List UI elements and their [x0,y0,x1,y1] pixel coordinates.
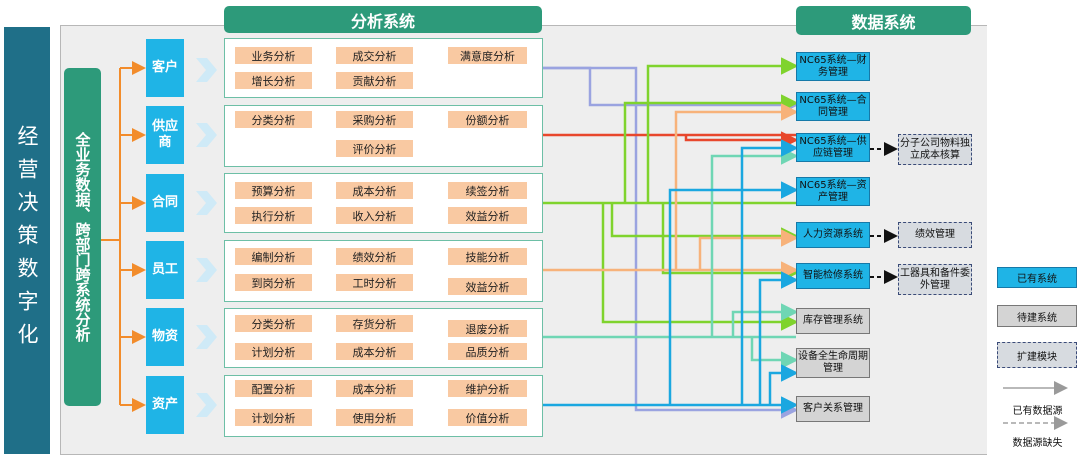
legend-existing-system: 已有系统 [997,267,1077,288]
legend-extension-module: 扩建模块 [997,342,1077,368]
analysis-tag: 存货分析 [336,315,413,332]
system-nc65-asset: NC65系统—资产管理 [796,177,870,206]
legend-existing-source: 已有数据源 [1012,406,1063,417]
analysis-tag: 成本分析 [336,343,413,360]
analysis-tag: 计划分析 [235,409,312,426]
analysis-tag: 配置分析 [235,380,312,397]
analysis-tag: 分类分析 [235,111,312,128]
analysis-tag: 收入分析 [336,207,413,224]
analysis-tag: 计划分析 [235,343,312,360]
analysis-header: 分析系统 [224,6,542,33]
supplier-data-lines [543,131,799,149]
extension-links [870,142,898,284]
system-equipment-lifecycle: 设备全生命周期管理 [796,348,870,378]
analysis-tag: 满意度分析 [448,47,527,64]
system-crm: 客户关系管理 [796,396,870,422]
core-label: 全业务数据、跨部门跨系统分析 [73,132,92,342]
analysis-tag: 品质分析 [448,343,527,360]
extension-material-costing: 分子公司物料独立成本核算 [898,134,972,165]
analysis-tag: 价值分析 [448,409,527,426]
left-title: 经营决策数字化 [15,125,39,356]
legend-lines [1003,381,1068,430]
analysis-tag: 成本分析 [336,182,413,199]
asset-data-lines [543,139,799,414]
system-hr: 人力资源系统 [796,222,870,248]
system-nc65-contract: NC65系统—合同管理 [796,92,870,121]
analysis-tag: 使用分析 [336,409,413,426]
dept-customer: 客户 [146,39,184,97]
system-nc65-supply-chain: NC65系统—供应链管理 [796,133,870,162]
analysis-tag: 评价分析 [336,140,413,157]
analysis-tag: 效益分析 [448,207,527,224]
analysis-tag: 工时分析 [336,274,413,291]
analysis-tag: 执行分析 [235,207,312,224]
analysis-tag: 技能分析 [448,248,527,265]
extension-tools-outsourcing: 工器具和备件委外管理 [898,264,972,295]
core-analysis-box: 全业务数据、跨部门跨系统分析 [64,68,101,406]
analysis-tag: 成本分析 [336,380,413,397]
data-header: 数据系统 [796,6,971,35]
dept-supplier: 供应商 [146,106,184,164]
customer-data-lines [543,66,799,419]
analysis-tag: 增长分析 [235,72,312,89]
analysis-tag: 采购分析 [336,111,413,128]
analysis-tag: 成交分析 [336,47,413,64]
analysis-tag: 退废分析 [448,320,527,337]
legend-missing-source: 数据源缺失 [1012,438,1063,449]
dept-contract: 合同 [146,174,184,232]
analysis-tag: 绩效分析 [336,248,413,265]
chevron-layer [196,58,217,417]
analysis-tag: 预算分析 [235,182,312,199]
analysis-tag: 效益分析 [448,278,527,295]
system-nc65-finance: NC65系统—财务管理 [796,52,870,81]
analysis-tag: 编制分析 [235,248,312,265]
analysis-tag: 业务分析 [235,47,312,64]
analysis-tag: 份额分析 [448,111,527,128]
legend-to-build-system: 待建系统 [997,305,1077,327]
system-maintenance: 智能检修系统 [796,263,870,289]
analysis-tag: 贡献分析 [336,72,413,89]
extension-performance: 绩效管理 [898,222,972,248]
dept-asset: 资产 [146,376,184,434]
left-title-bar: 经营决策数字化 [4,27,50,454]
analysis-tag: 维护分析 [448,380,527,397]
dept-employee: 员工 [146,241,184,299]
analysis-tag: 续签分析 [448,182,527,199]
dept-connectors [101,61,146,412]
analysis-tag: 分类分析 [235,315,312,332]
system-inventory: 库存管理系统 [796,308,870,334]
dept-material: 物资 [146,308,184,366]
analysis-tag: 到岗分析 [235,274,312,291]
